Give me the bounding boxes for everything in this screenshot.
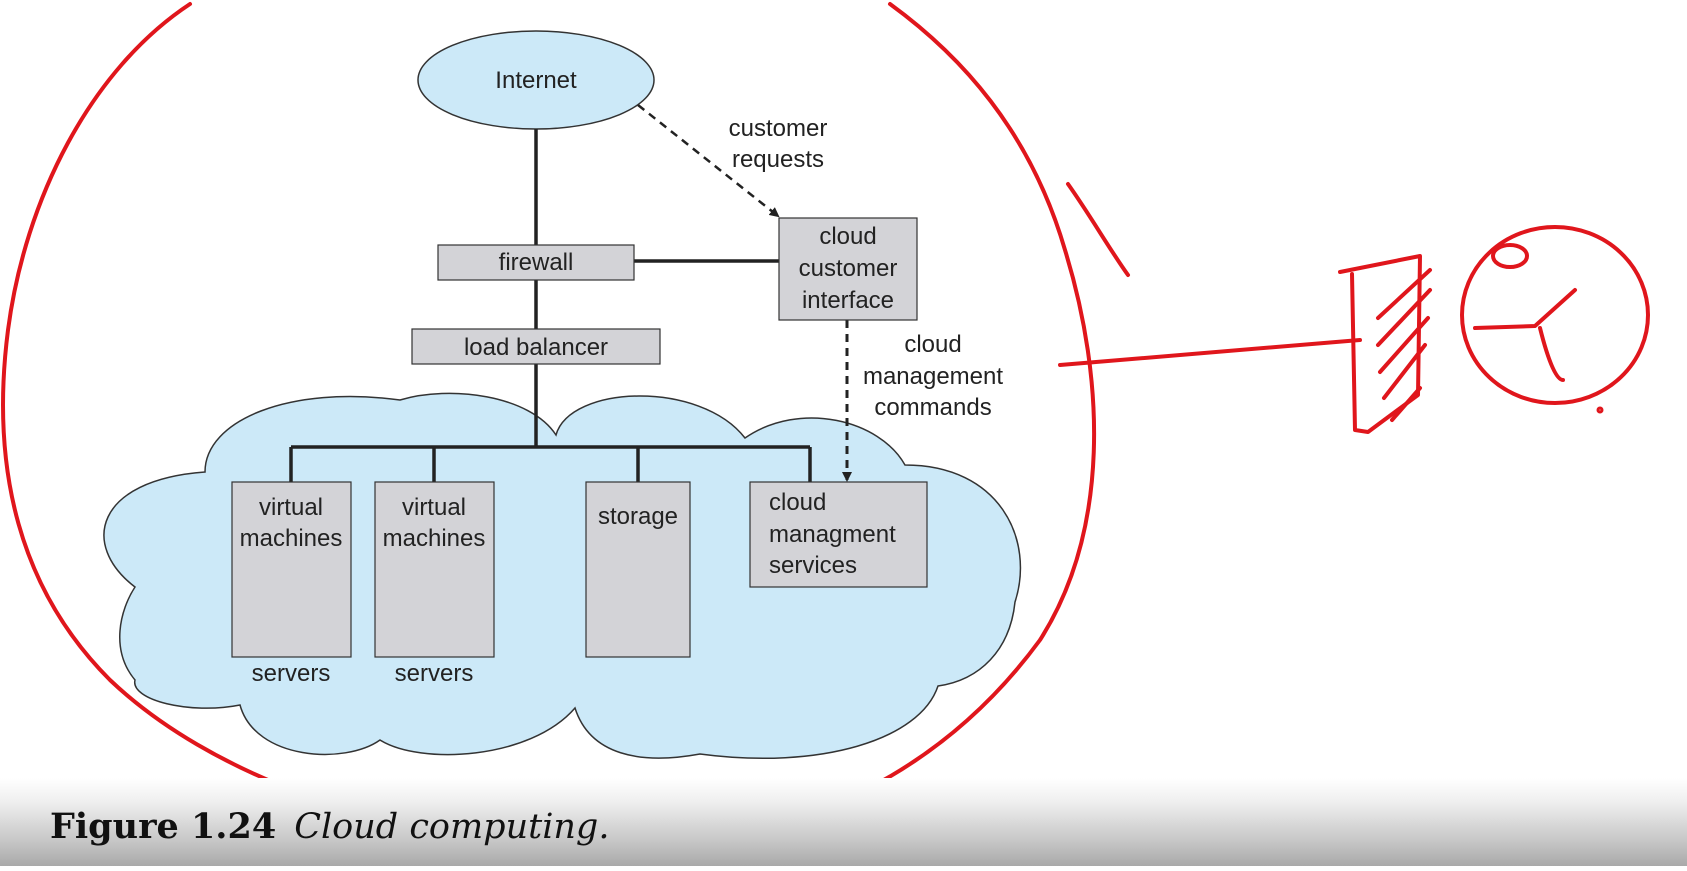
cloud-customer-interface-label-3: interface xyxy=(802,287,894,314)
cloud-customer-interface-label-2: customer xyxy=(799,255,898,282)
cms-label-1: cloud xyxy=(769,489,826,516)
vm-1-label-1: virtual xyxy=(259,494,323,521)
management-commands-label-1: cloud xyxy=(904,331,961,358)
figure-number: Figure 1.24 xyxy=(50,806,277,847)
storage-box xyxy=(585,481,691,658)
load-balancer-box xyxy=(411,328,661,365)
servers-label-2: servers xyxy=(395,660,474,687)
customer-requests-label-1: customer xyxy=(729,115,828,142)
cms-label-3: services xyxy=(769,552,857,579)
figure-caption: Figure 1.24 Cloud computing. xyxy=(50,806,609,847)
cms-label-2: managment xyxy=(769,521,896,548)
firewall-label: firewall xyxy=(499,249,574,276)
customer-requests-arrow xyxy=(637,104,780,218)
storage-label: storage xyxy=(598,503,678,530)
cloud-customer-interface-box xyxy=(778,217,918,321)
customer-requests-label-2: requests xyxy=(732,146,824,173)
cloud-management-services-box xyxy=(749,481,928,588)
figure-title: Cloud computing. xyxy=(294,807,610,847)
vm-box-1 xyxy=(231,481,352,658)
caption-footer xyxy=(0,778,1687,866)
vm-2-label-1: virtual xyxy=(402,494,466,521)
load-balancer-label: load balancer xyxy=(464,334,608,361)
servers-label-1: servers xyxy=(252,660,331,687)
management-commands-label-2: management xyxy=(863,363,1003,390)
cloud-customer-interface-label-1: cloud xyxy=(819,223,876,250)
red-user-sketch xyxy=(1338,254,1422,434)
vm-box-2 xyxy=(374,481,495,658)
firewall-box xyxy=(437,244,635,281)
red-connector-line xyxy=(1058,338,1362,367)
management-commands-label-3: commands xyxy=(874,394,991,421)
internet-label: Internet xyxy=(495,67,577,94)
vm-2-label-2: machines xyxy=(383,525,486,552)
vm-1-label-2: machines xyxy=(240,525,343,552)
solid-connectors xyxy=(289,129,812,482)
